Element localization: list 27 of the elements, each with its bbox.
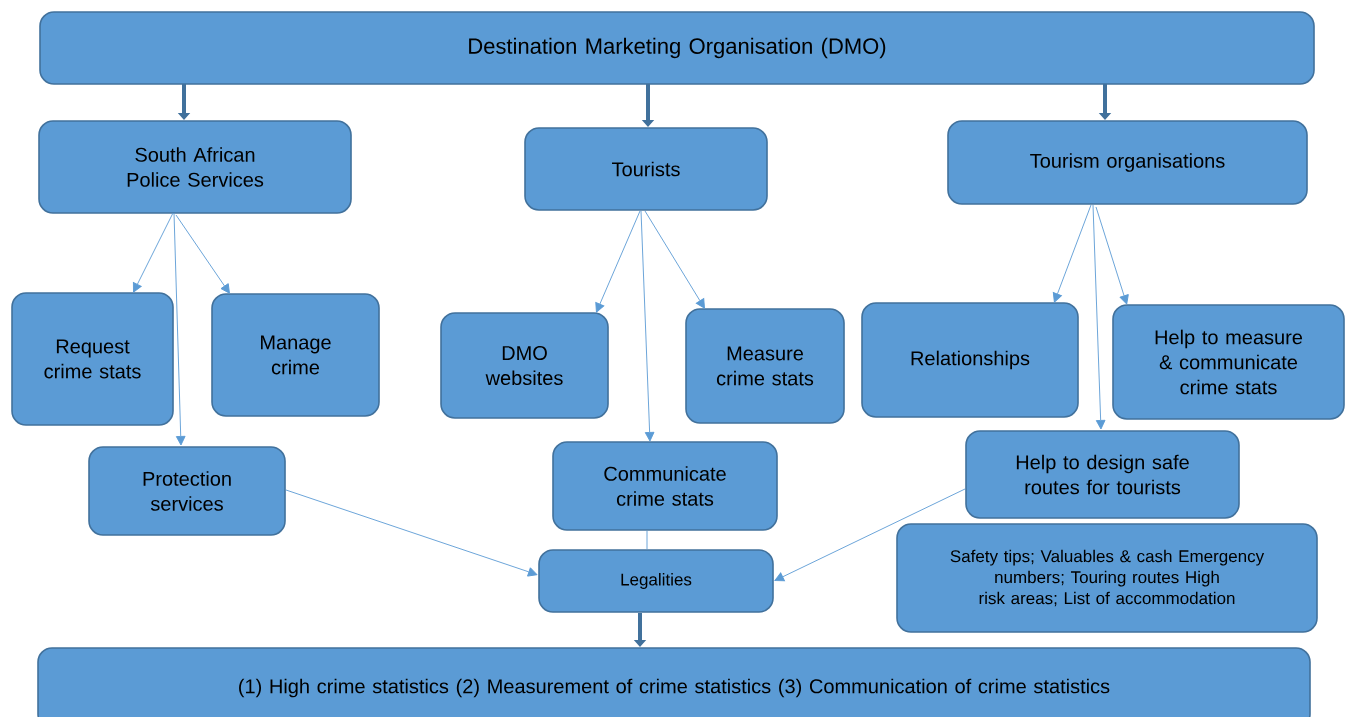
- process-box: Help to measure & communicate crime stats: [1112, 304, 1345, 420]
- process-box: Request crime stats: [11, 292, 174, 426]
- process-box: Manage crime: [211, 293, 380, 417]
- process-box: Help to design safe routes for tourists: [965, 430, 1240, 519]
- process-box: Protection services: [88, 446, 286, 536]
- arrow: [173, 212, 186, 446]
- process-box: Destination Marketing Organisation (DMO): [39, 11, 1315, 85]
- process-box: South African Police Services: [38, 120, 352, 214]
- arrow: [175, 214, 230, 294]
- arrow: [640, 210, 655, 442]
- arrow: [132, 212, 174, 293]
- process-box: Legalities: [538, 549, 774, 613]
- process-box: (1) High crime statistics (2) Measurement of crime statistics (3) Communication of crime statistics: [37, 647, 1311, 717]
- arrow: [1052, 204, 1092, 303]
- process-box: DMO websites: [440, 312, 609, 419]
- arrow: [644, 210, 705, 309]
- process-box: Tourists: [524, 127, 768, 211]
- process-box: Communicate crime stats: [552, 441, 778, 531]
- arrow: [1092, 204, 1106, 430]
- process-box: Safety tips; Valuables & cash Emergency numbers; Touring routes High risk areas; List of accommodation: [896, 523, 1318, 633]
- process-box: Measure crime stats: [685, 308, 845, 424]
- arrow: [595, 210, 641, 313]
- arrow: [1095, 206, 1129, 305]
- arrow: [774, 488, 966, 582]
- process-box: Tourism organisations: [947, 120, 1308, 205]
- arrow: [285, 489, 538, 577]
- process-box: Relationships: [861, 302, 1079, 418]
